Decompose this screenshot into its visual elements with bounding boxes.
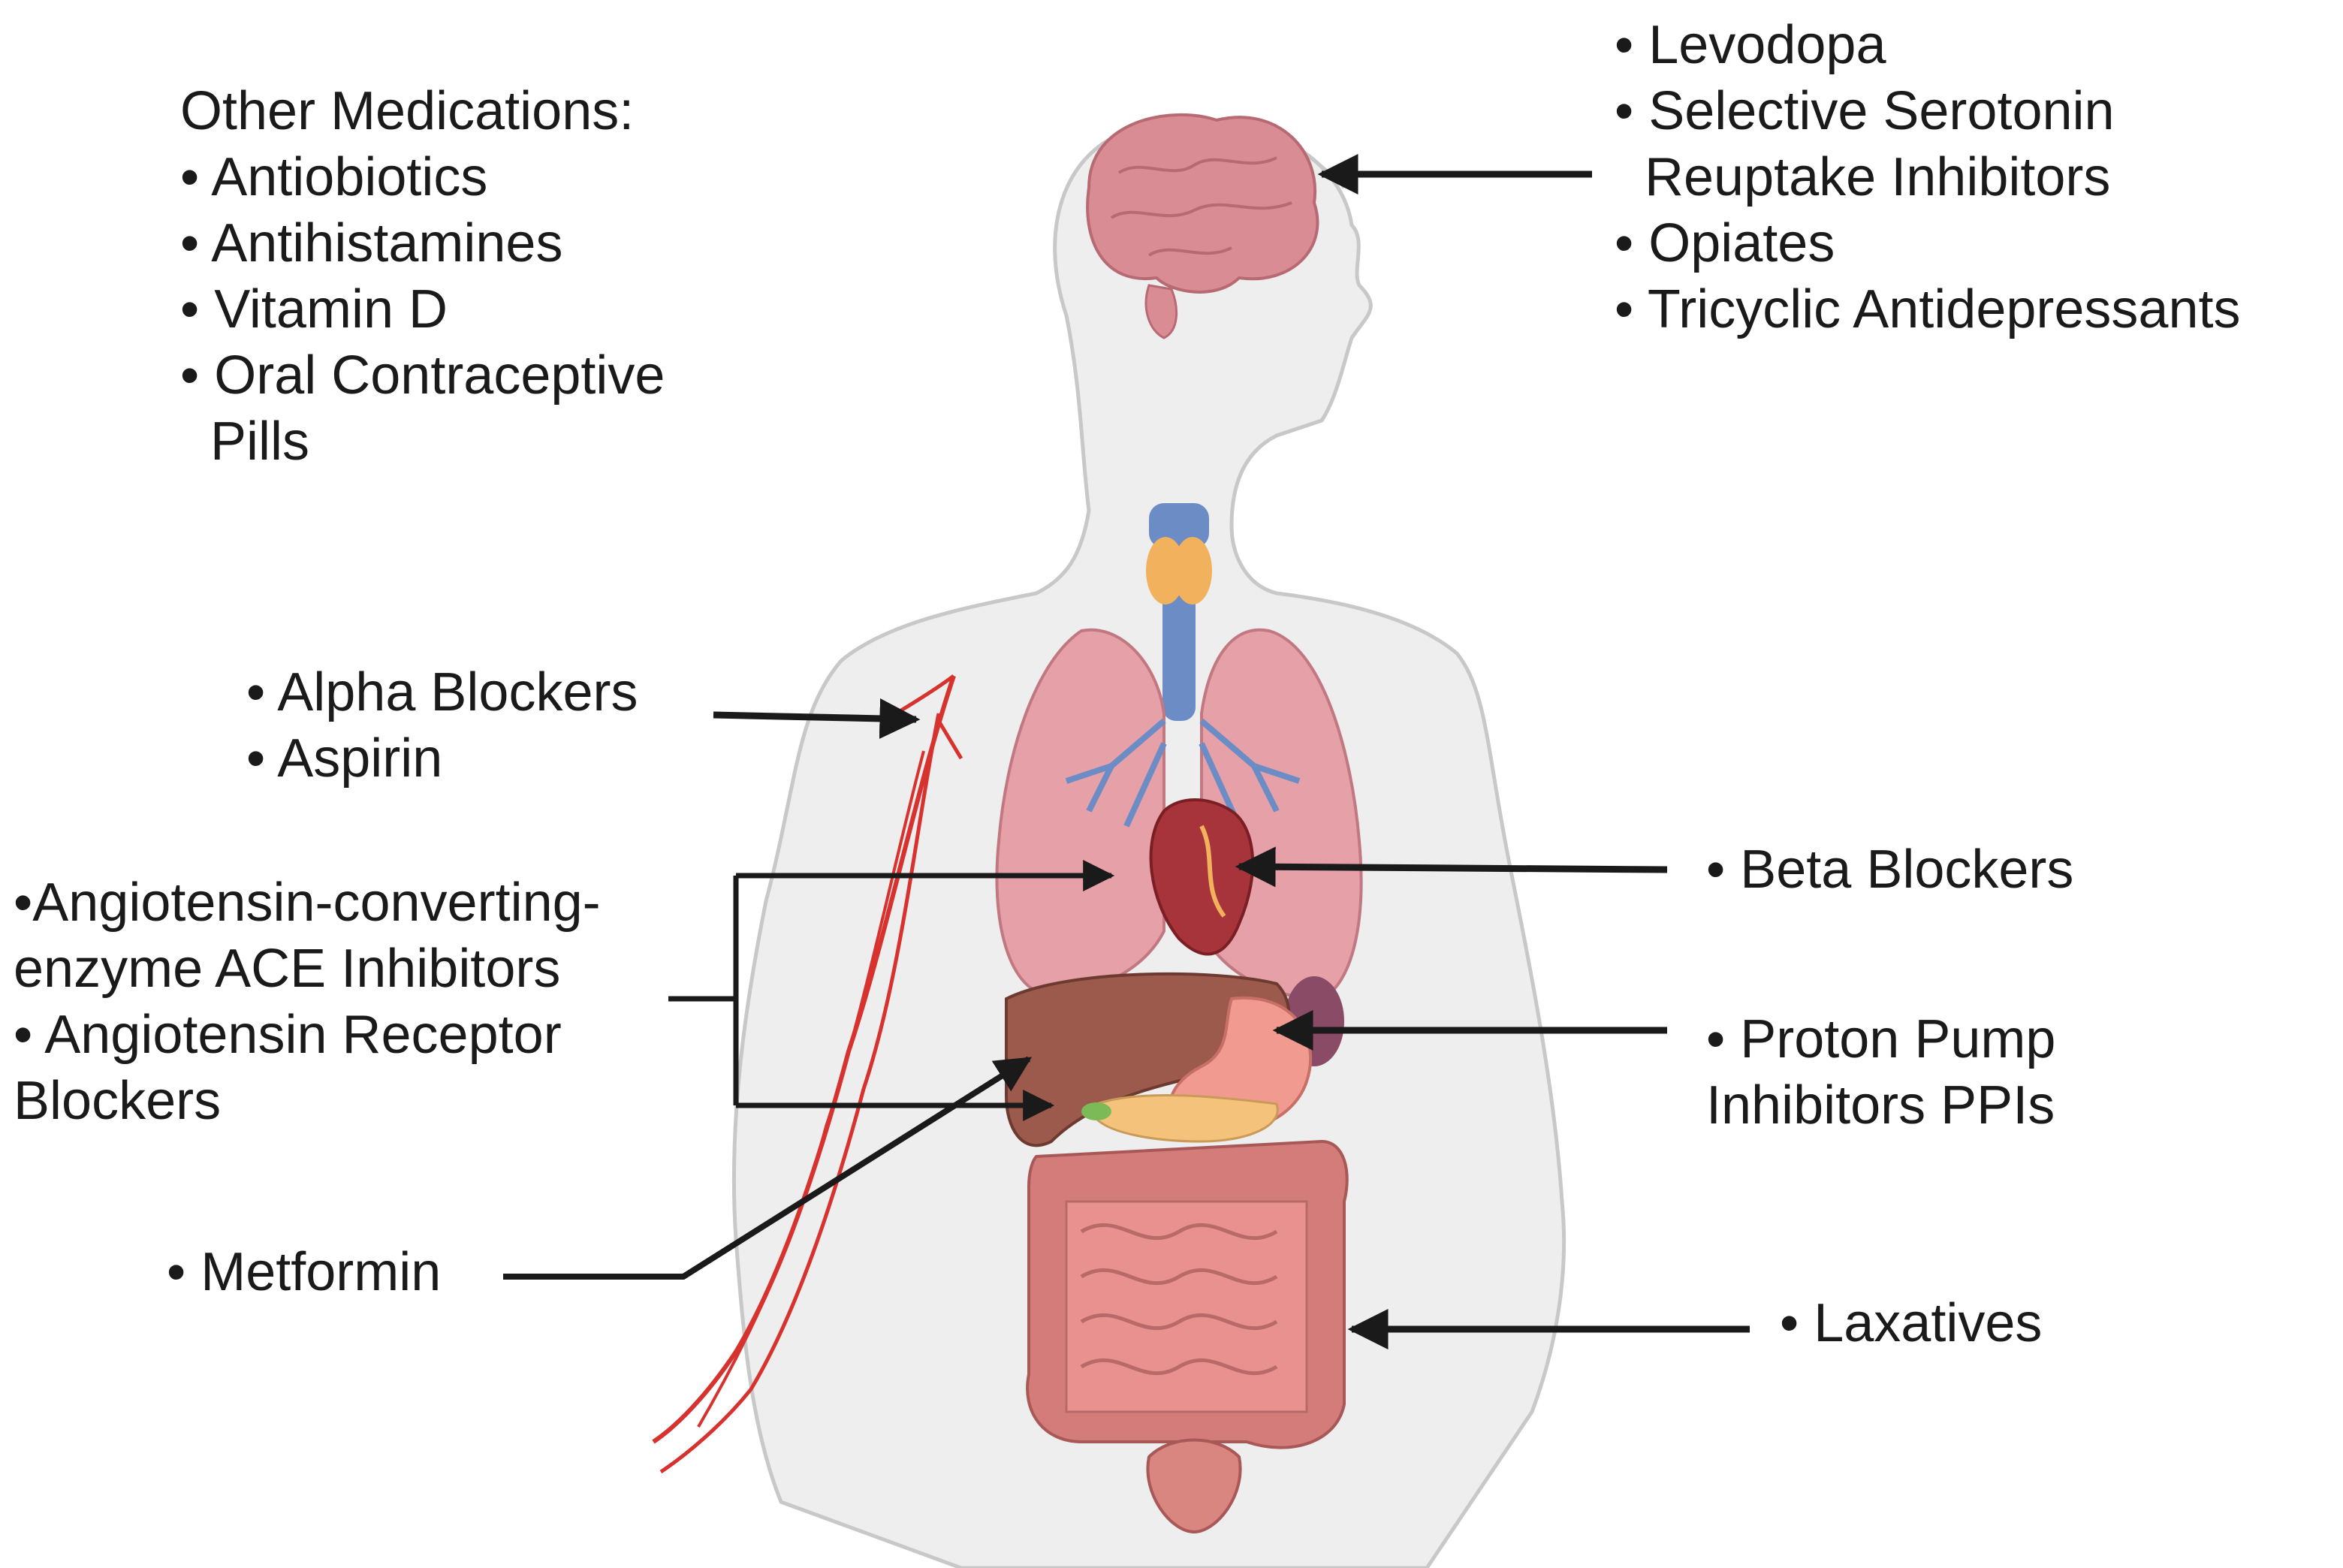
list-item: • Antiobiotics (180, 147, 488, 207)
list-item: • Vitamin D (180, 279, 448, 339)
list-item: Blockers (14, 1071, 222, 1131)
bladder (1146, 1438, 1242, 1534)
list-item: • Laxatives (1780, 1293, 2043, 1353)
artery-drug-list: • Alpha Blockers • Aspirin (246, 659, 638, 792)
list-item: Reuptake Inhibitors (1615, 147, 2111, 207)
list-item: • Metformin (167, 1242, 442, 1302)
list-item: • Proton Pump (1706, 1009, 2056, 1069)
list-item: • Opiates (1615, 213, 1835, 273)
list-item: Pills (180, 412, 310, 472)
list-item: • Beta Blockers (1706, 840, 2074, 900)
list-item: • Levodopa (1615, 15, 1886, 75)
artery-arrow (713, 698, 921, 739)
list-item: Inhibitors PPIs (1706, 1075, 2055, 1135)
ace-drug-list: •Angiotensin-converting- enzyme ACE Inhi… (14, 870, 601, 1134)
brain (1086, 113, 1319, 339)
list-item: •Angiotensin-converting- (14, 873, 601, 933)
list-item: • Tricyclic Antidepressants (1615, 279, 2241, 339)
list-item: enzyme ACE Inhibitors (14, 939, 561, 999)
list-item: • Aspirin (246, 728, 443, 789)
small-intestine (1065, 1200, 1308, 1413)
metformin-line (503, 1056, 1033, 1280)
pointer-arrows (503, 154, 1750, 1349)
intestine-drug-list: • Laxatives (1780, 1290, 2042, 1356)
other-medications-list: Other Medications: • Antiobiotics • Anti… (180, 78, 665, 475)
list-item: • Selective Serotonin (1615, 81, 2115, 141)
list-item: • Antihistamines (180, 213, 563, 273)
pancreas (1081, 1093, 1279, 1143)
list-item: • Angiotensin Receptor (14, 1005, 562, 1065)
heart (1149, 798, 1255, 956)
list-item: • Alpha Blockers (246, 662, 638, 722)
list-item: • Oral Contraceptive (180, 345, 665, 406)
heart-drug-list: • Beta Blockers (1706, 837, 2073, 903)
thyroid (1146, 537, 1212, 605)
other-medications-title: Other Medications: (180, 81, 635, 141)
liver-drug-list: • Metformin (167, 1239, 441, 1305)
beta-arrow (1235, 846, 1668, 888)
stomach-drug-list: • Proton Pump Inhibitors PPIs (1706, 1006, 2055, 1138)
brain-drug-list: • Levodopa • Selective Serotonin Reuptak… (1615, 12, 2241, 342)
